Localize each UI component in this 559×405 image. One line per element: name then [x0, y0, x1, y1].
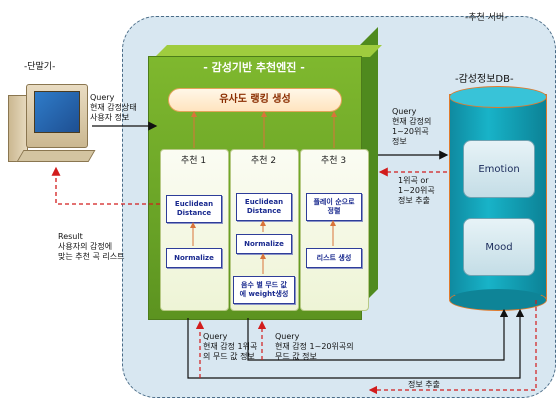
recommend-1-title: 추천 1 [180, 156, 207, 166]
rec1-normalize-step: Normalize [166, 248, 222, 268]
rec2-euclidean-step: Euclidean Distance [236, 193, 292, 221]
rec1-euclidean-step: Euclidean Distance [166, 195, 222, 223]
db-top [449, 86, 547, 108]
db-return-annotation: 1위곡 or 1~20위곡 정보 추출 [398, 176, 435, 205]
terminal-label: -단말기- [24, 62, 56, 72]
recommend-3-column [300, 149, 369, 311]
screen-icon [34, 91, 80, 133]
server-label: -추천 서버- [465, 13, 508, 23]
info-extract-annotation: 정보 추출 [408, 380, 440, 389]
keyboard-icon [16, 150, 96, 162]
engine-title: - 감성기반 추천엔진 - [203, 61, 305, 74]
query-bottom-1-annotation: Query 현재 감정 1위곡 의 무드 값 정보 [203, 332, 258, 361]
result-annotation: Result 사용자의 감정에 맞는 추천 곡 리스트 [58, 232, 125, 261]
rec2-weight-step: 음수 별 무드 값 에 weight생성 [233, 276, 295, 304]
query-db-annotation: Query 현재 감정의 1~20위곡 정보 [392, 107, 432, 146]
db-bottom [449, 289, 547, 311]
rec3-sort-step: 플레이 순으로 정렬 [306, 193, 362, 221]
query-in-annotation: Query 현재 감정상태 사용자 정보 [90, 93, 137, 122]
rec3-list-step: 리스트 생성 [306, 248, 362, 268]
similarity-ranking-box: 유사도 랭킹 생성 [168, 88, 342, 112]
emotion-db-label: -감성정보DB- [455, 74, 514, 85]
recommend-3-title: 추천 3 [320, 156, 347, 166]
mood-block: Mood [463, 218, 535, 276]
rec2-normalize-step: Normalize [236, 234, 292, 254]
recommend-1-column [160, 149, 229, 311]
recommend-2-title: 추천 2 [250, 156, 277, 166]
emotion-block: Emotion [463, 140, 535, 198]
query-bottom-2-annotation: Query 현재 감정 1~20위곡의 무드 값 정보 [275, 332, 354, 361]
